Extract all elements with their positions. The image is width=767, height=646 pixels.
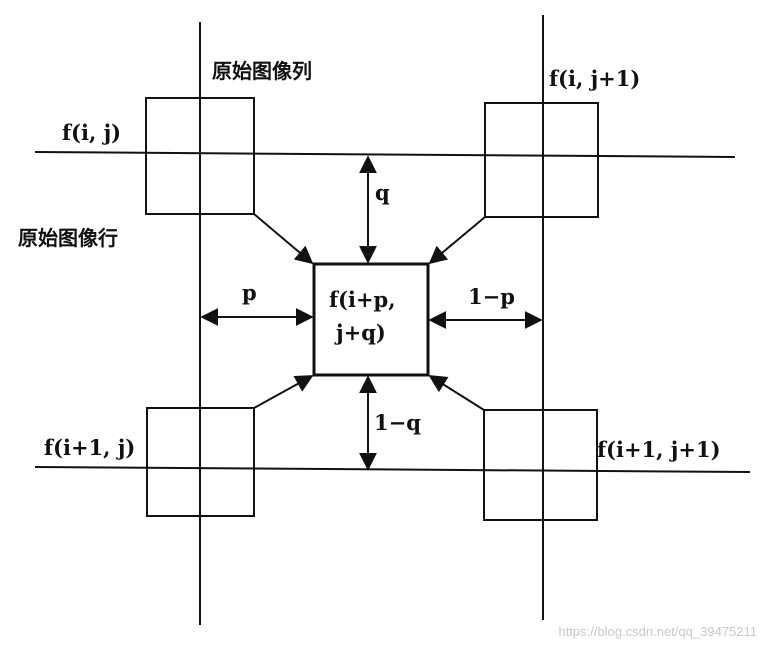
pixel-box-bottom-left — [146, 407, 255, 517]
pixel-box-center — [312, 262, 430, 377]
row-line-top — [34, 151, 736, 158]
label-bottom-right-pixel: f(i+1, j+1) — [597, 437, 721, 462]
connector-top-left — [253, 213, 314, 265]
label-center-line-1: f(i+p, — [329, 287, 396, 312]
label-top-right-pixel: f(i, j+1) — [549, 66, 640, 91]
label-bottom-left-pixel: f(i+1, j) — [44, 435, 135, 460]
column-title-label: 原始图像列 — [212, 59, 312, 83]
label-center-line-2: j+q) — [334, 320, 386, 345]
connector-bottom-left — [253, 375, 314, 409]
label-one-minus-q: 1−q — [374, 410, 421, 435]
label-p: p — [242, 280, 257, 305]
connector-bottom-right — [428, 375, 485, 411]
pixel-box-bottom-right — [483, 409, 598, 521]
label-one-minus-p: 1−p — [468, 284, 515, 309]
row-line-bottom — [34, 466, 751, 473]
label-top-left-pixel: f(i, j) — [62, 120, 121, 145]
pixel-box-top-right — [484, 102, 599, 218]
connector-top-right — [428, 216, 486, 265]
row-title-label: 原始图像行 — [18, 226, 118, 250]
pixel-box-top-left — [145, 97, 255, 215]
label-q: q — [375, 180, 390, 205]
watermark-text: https://blog.csdn.net/qq_39475211 — [558, 624, 757, 639]
